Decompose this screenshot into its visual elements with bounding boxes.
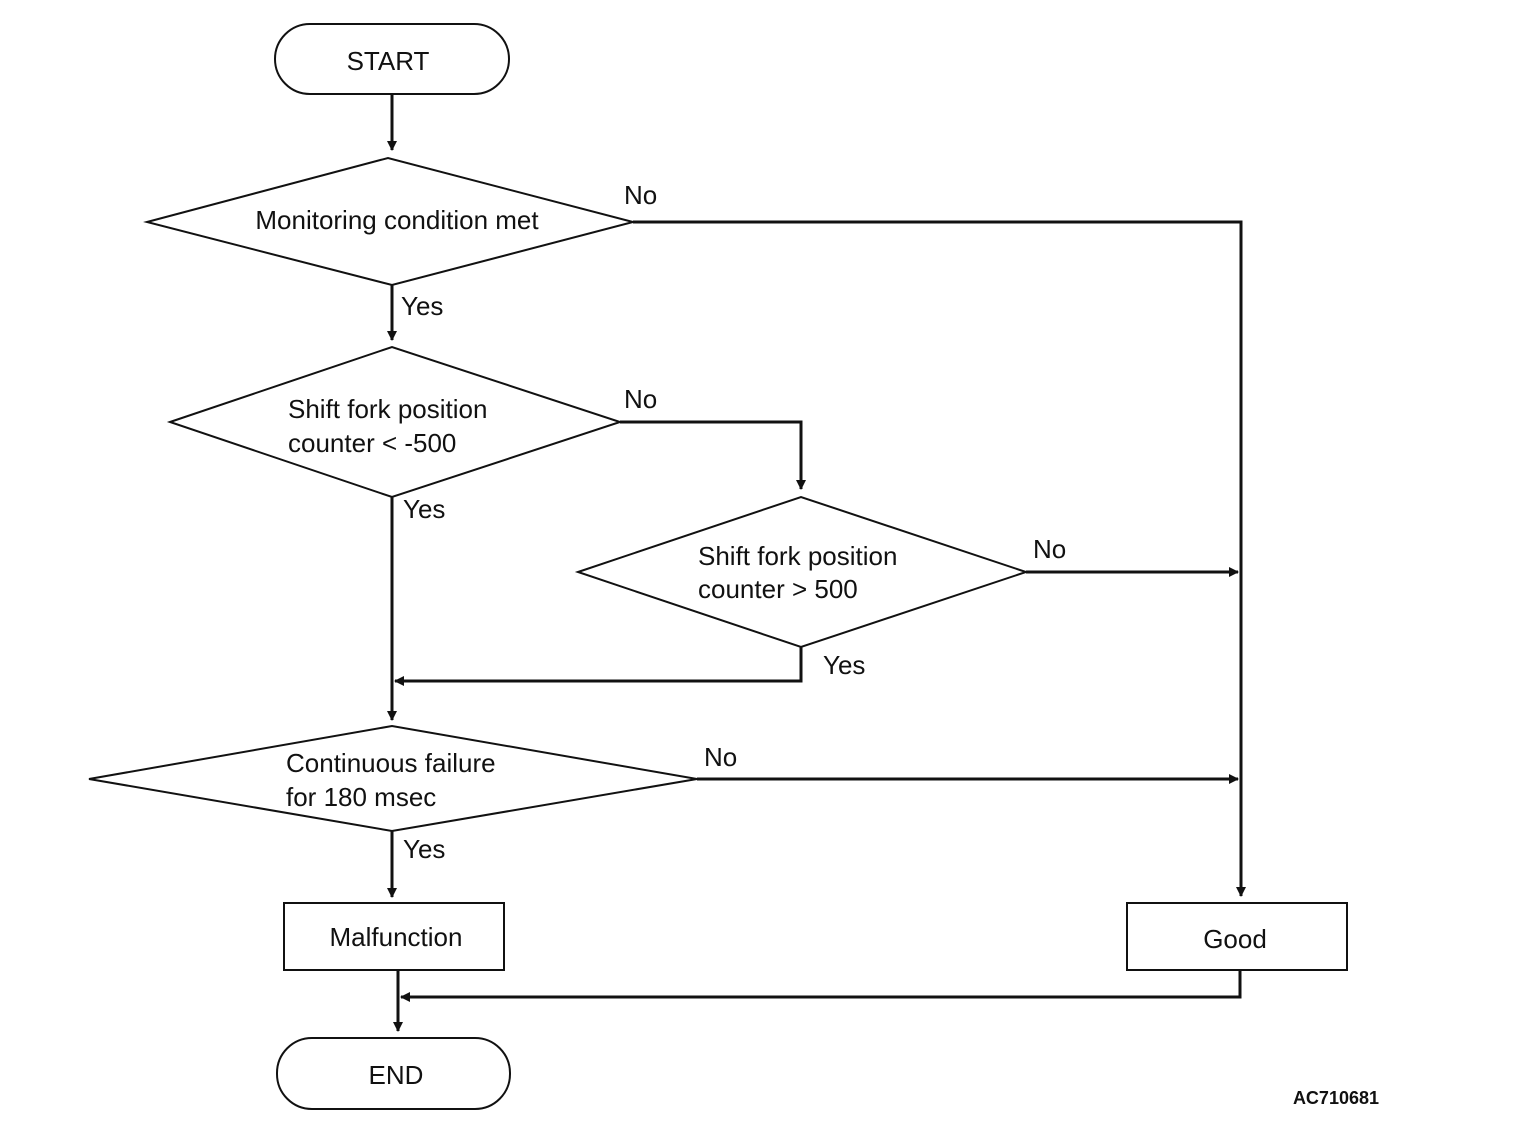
end-label: END	[369, 1060, 424, 1090]
monitoring-no-label: No	[624, 180, 657, 210]
shift-gt-no-label: No	[1033, 534, 1066, 564]
figure-code: AC710681	[1293, 1088, 1379, 1108]
good-label: Good	[1203, 924, 1267, 954]
connector-shift-lt-no	[620, 420, 806, 490]
shift-lt-no-label: No	[624, 384, 657, 414]
malfunction-label: Malfunction	[330, 922, 463, 952]
shift-counter-lt-line1: Shift fork position	[288, 394, 487, 424]
continuous-no-label: No	[704, 742, 737, 772]
good-box	[1126, 902, 1348, 971]
continuous-failure-line2: for 180 msec	[286, 782, 436, 812]
end-terminator	[276, 1037, 511, 1110]
shift-gt-yes-label: Yes	[823, 650, 865, 680]
monitoring-yes-label: Yes	[401, 291, 443, 321]
continuous-failure-decision	[88, 724, 698, 833]
shift-counter-gt-line2: counter > 500	[698, 574, 858, 604]
continuous-failure-line1: Continuous failure	[286, 748, 496, 778]
connector-monitoring-no	[633, 220, 1246, 897]
shift-lt-yes-label: Yes	[403, 494, 445, 524]
connector-good-to-end	[400, 970, 1242, 1002]
shift-counter-gt-line1: Shift fork position	[698, 541, 897, 571]
connector-shift-gt-yes	[394, 647, 803, 686]
shift-counter-gt-decision	[574, 495, 1030, 649]
continuous-yes-label: Yes	[403, 834, 445, 864]
start-label: START	[347, 46, 430, 76]
monitoring-condition-label: Monitoring condition met	[255, 205, 539, 235]
shift-counter-lt-line2: counter < -500	[288, 428, 456, 458]
malfunction-box	[283, 902, 505, 971]
